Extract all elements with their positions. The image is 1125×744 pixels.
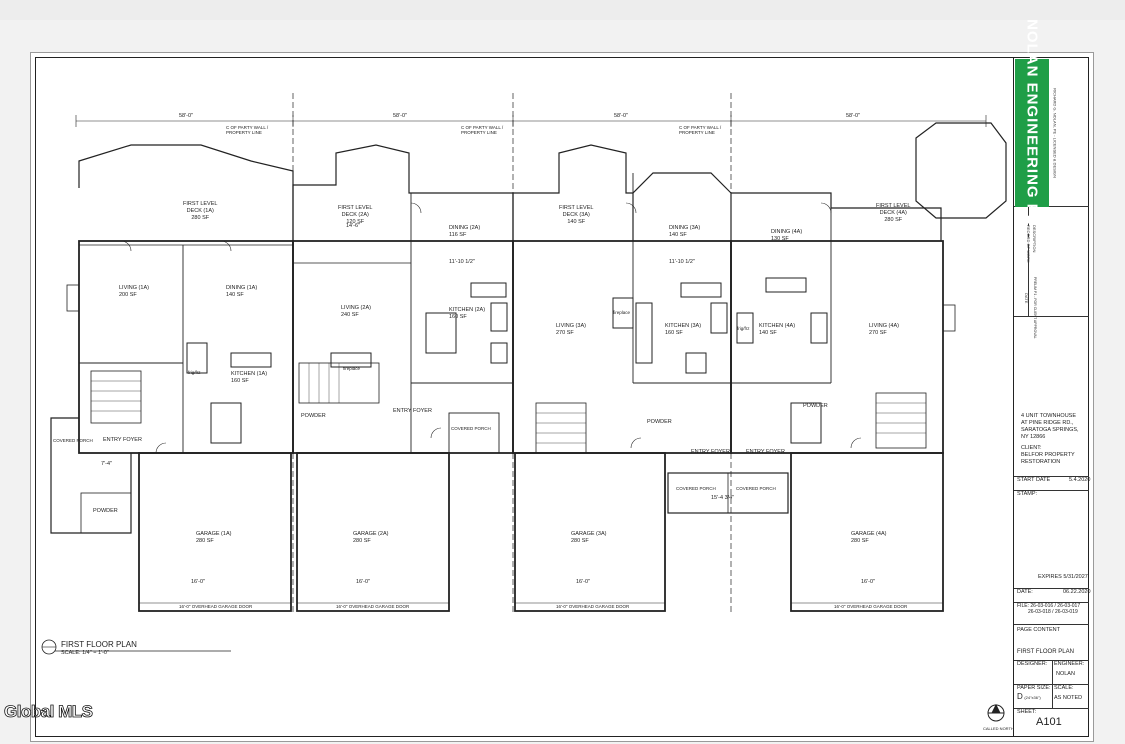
- frig-label-1: frig/frz: [188, 370, 201, 375]
- title-block: [1013, 57, 1089, 737]
- firm-detail: RICHARD G. NOLAN, PE - LICENSED & DESIGN: [1052, 88, 1058, 178]
- project-info: 4 UNIT TOWNHOUSE AT PINE RIDGE RD., SARA…: [1021, 413, 1079, 465]
- room-powder-1: POWDER: [93, 508, 118, 514]
- room-dining-2: DINING (2A)116 SF: [449, 225, 481, 238]
- room-kitchen-1: KITCHEN (1A)160 SF: [231, 371, 268, 384]
- file-numbers: FILE: 26-03-016 / 26-03-017 26-03-018 / …: [1017, 603, 1081, 615]
- drawing-sheet: 58'-0" 58'-0" 58'-0" 58'-0" C OF PARTY W…: [30, 19, 1094, 742]
- garage-door-1: 16'-0" OVERHEAD GARAGE DOOR: [179, 604, 253, 609]
- party-wall-note-1: C OF PARTY WALL / PROPERTY LINE: [226, 125, 269, 135]
- room-living-1: LIVING (1A)200 SF: [119, 285, 149, 298]
- room-powder-2: POWDER: [301, 413, 326, 419]
- room-garage-4: GARAGE (4A)280 SF: [851, 531, 887, 544]
- sheet-number: A101: [1036, 716, 1062, 728]
- room-porch-1: COVERED PORCH: [53, 438, 93, 443]
- paper-size-label: PAPER SIZE:: [1017, 685, 1051, 691]
- north-arrow-label: CALLED NORTH: [983, 726, 1014, 731]
- dim-kitchen-2: 11'-10 1/2": [449, 259, 475, 265]
- room-living-3: LIVING (3A)270 SF: [556, 323, 586, 336]
- start-date-value: 5.4.2020: [1069, 477, 1091, 483]
- date-col-label: DATE: [1024, 293, 1029, 304]
- floor-plan-drawing: [41, 93, 1007, 722]
- fireplace-label-2: fireplace: [343, 366, 361, 371]
- date-value: 06.22.2020: [1063, 589, 1091, 595]
- dim-garage-3: 16'-0": [576, 579, 591, 585]
- room-kitchen-3: KITCHEN (3A)160 SF: [665, 323, 702, 336]
- room-living-4: LIVING (4A)270 SF: [869, 323, 899, 336]
- room-porch-3: COVERED PORCH: [676, 486, 716, 491]
- room-living-2: LIVING (2A)240 SF: [341, 305, 371, 318]
- room-kitchen-4: KITCHEN (4A)140 SF: [759, 323, 796, 336]
- room-entry-3: ENTRY FOYER: [691, 449, 730, 455]
- garage-door-2: 16'-0" OVERHEAD GARAGE DOOR: [336, 604, 410, 609]
- room-dining-3: DINING (3A)140 SF: [669, 225, 701, 238]
- date-label: DATE:: [1017, 589, 1033, 595]
- room-entry-1: ENTRY FOYER: [103, 437, 142, 443]
- room-entry-2: ENTRY FOYER: [393, 408, 432, 414]
- room-powder-3: POWDER: [647, 419, 672, 425]
- start-date-label: START DATE: [1017, 477, 1051, 483]
- page-content-label: PAGE CONTENT: [1017, 627, 1060, 633]
- designer-label: DESIGNER:: [1017, 661, 1048, 667]
- dim-entry-1: 7'-4": [101, 461, 112, 467]
- frig-label-4: frig/frz: [737, 326, 750, 331]
- room-powder-4: POWDER: [803, 403, 828, 409]
- firm-logo: NOLAN ENGINEERING PLLC: [1015, 19, 1049, 247]
- garage-door-3: 16'-0" OVERHEAD GARAGE DOOR: [556, 604, 630, 609]
- room-garage-1: GARAGE (1A)280 SF: [196, 531, 232, 544]
- dim-top-1: 58'-0": [179, 113, 194, 119]
- description-label: DESCRIPTION: [1032, 225, 1037, 253]
- party-wall-note-2: C OF PARTY WALL / PROPERTY LINE: [461, 125, 504, 135]
- license-expires: EXPIRES 5/31/2027: [1038, 574, 1088, 580]
- dim-kitchen-3: 11'-10 1/2": [669, 259, 695, 265]
- dim-top-2: 58'-0": [393, 113, 408, 119]
- plan-title: FIRST FLOOR PLAN: [61, 640, 137, 649]
- room-dining-4: DINING (4A)130 SF: [771, 229, 803, 242]
- plan-scale: SCALE: 1/4" = 1'-0": [61, 650, 109, 656]
- garage-door-4: 16'-0" OVERHEAD GARAGE DOOR: [834, 604, 908, 609]
- fireplace-label-3: fireplace: [613, 310, 631, 315]
- dim-top-4: 58'-0": [846, 113, 861, 119]
- drawing-border: [35, 57, 1089, 737]
- room-kitchen-2: KITCHEN (2A)160 SF: [449, 307, 486, 320]
- engineer-value: NOLAN: [1056, 671, 1075, 677]
- room-porch-4: COVERED PORCH: [736, 486, 776, 491]
- revision-entry: PRELIM P1 - FOR CLIENT APPROVAL: [1033, 277, 1037, 339]
- room-entry-4: ENTRY FOYER: [746, 449, 785, 455]
- viewer-top-bar: [0, 0, 1125, 20]
- room-porch-2: COVERED PORCH: [451, 426, 491, 431]
- party-wall-note-3: C OF PARTY WALL / PROPERTY LINE: [679, 125, 722, 135]
- dim-deck-2: 14'-6": [346, 223, 361, 229]
- engineer-label: ENGINEER:: [1054, 661, 1085, 667]
- record-of-work-label: RECORD OF WORK: [1026, 225, 1031, 263]
- stamp-label: STAMP:: [1017, 491, 1038, 497]
- dim-garage-2: 16'-0": [356, 579, 371, 585]
- room-dining-1: DINING (1A)140 SF: [226, 285, 258, 298]
- dim-garage-1: 16'-0": [191, 579, 206, 585]
- room-garage-2: GARAGE (2A)280 SF: [353, 531, 389, 544]
- scale-value: AS NOTED: [1054, 695, 1083, 701]
- dim-garage-4: 16'-0": [861, 579, 876, 585]
- watermark: Global MLS: [4, 702, 94, 722]
- dim-porch: 15'-4 3/4": [711, 495, 735, 501]
- scale-label: SCALE:: [1054, 685, 1074, 691]
- sheet-label: SHEET:: [1017, 709, 1037, 715]
- paper-size-value: D (24"x36"): [1017, 692, 1041, 701]
- page-content-value: FIRST FLOOR PLAN: [1017, 649, 1074, 655]
- dim-top-3: 58'-0": [614, 113, 629, 119]
- room-garage-3: GARAGE (3A)280 SF: [571, 531, 607, 544]
